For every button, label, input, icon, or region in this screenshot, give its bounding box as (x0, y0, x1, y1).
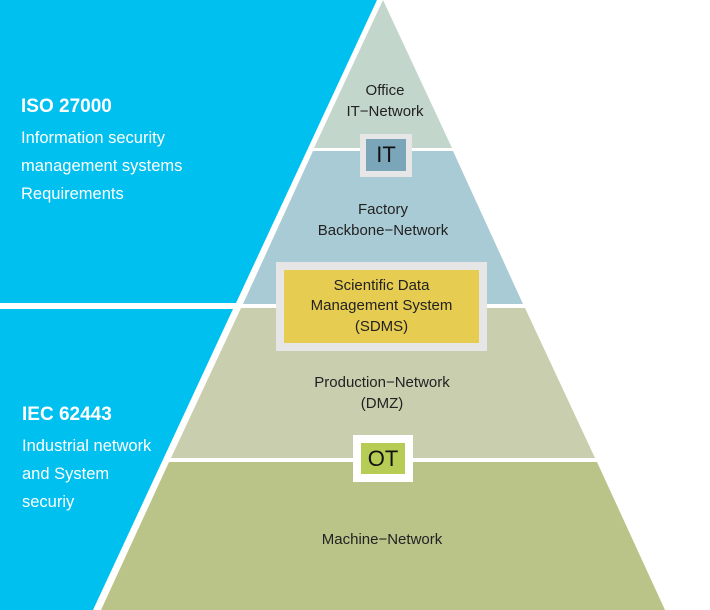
iso-27000-title: ISO 27000 (21, 96, 112, 117)
tier-factory-label-line-2: Backbone−Network (317, 222, 449, 239)
sdms-line-1: Scientific Data (333, 276, 430, 294)
iec-62443-line-1: Industrial network (22, 437, 152, 455)
tier-office-label-line-1: Office (365, 82, 405, 99)
tier-production-label-line-1: Production−Network (314, 374, 450, 391)
tier-factory-label: Factory Backbone−Network (318, 199, 449, 241)
it-badge: IT (366, 139, 406, 171)
iec-62443-line-3: securiy (22, 493, 75, 511)
sdms-badge: Scientific Data Management System (SDMS) (284, 270, 479, 343)
sdms-line-2: Management System (310, 297, 453, 315)
tier-factory-label-line-1: Factory (357, 201, 408, 218)
tier-office-it-network (314, 0, 452, 148)
tier-production-label: Production−Network (DMZ) (314, 372, 449, 414)
iso-27000-line-3: Requirements (21, 185, 124, 203)
tier-machine-label-line-1: Machine−Network (321, 531, 443, 548)
tier-production-label-line-2: (DMZ) (360, 395, 404, 412)
sdms-line-3: (SDMS) (354, 317, 409, 335)
tier-machine-label: Machine−Network (322, 529, 442, 550)
iec-62443-title: IEC 62443 (22, 404, 112, 425)
iec-62443-panel (0, 309, 233, 610)
tier-machine-network (101, 462, 665, 610)
tier-office-label: Office IT−Network (346, 80, 423, 122)
iso-27000-line-1: Information security (21, 129, 165, 147)
tier-office-label-line-2: IT−Network (346, 103, 424, 120)
iec-62443-line-2: and System (22, 465, 110, 483)
iso-27000-line-2: management systems (21, 157, 183, 175)
ot-badge: OT (361, 443, 405, 474)
iso-27000-panel (0, 0, 377, 303)
